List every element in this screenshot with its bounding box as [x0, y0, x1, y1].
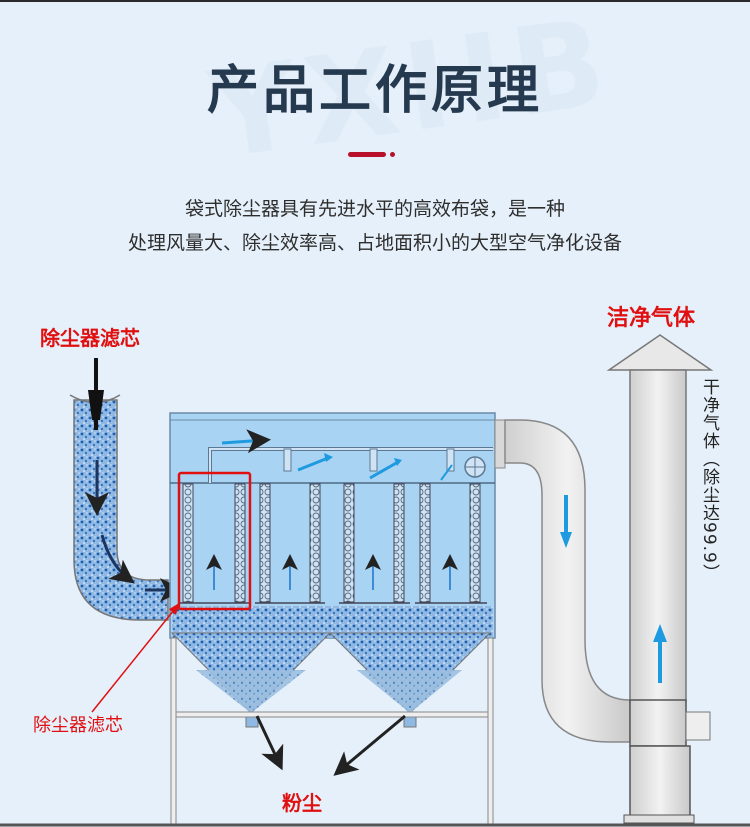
fan-motor	[685, 711, 711, 741]
exhaust-stack	[606, 334, 714, 824]
description-line-2: 处理风量大、除尘效率高、占地面积小的大型空气净化设备	[127, 232, 622, 254]
label-filter-pointer: 除尘器滤芯	[33, 715, 123, 736]
label-clean-gas: 洁净气体	[607, 306, 696, 331]
label-clean-gas-note: 干净气体（除尘达99.9）	[699, 378, 719, 582]
dust-arrow-right	[333, 714, 406, 776]
inlet-arrow-head	[88, 390, 104, 420]
collector-housing	[169, 412, 496, 639]
divider-dot	[390, 152, 395, 157]
dust-arrow-left	[255, 715, 284, 771]
outlet-duct	[494, 419, 631, 743]
support-frame	[0, 637, 750, 827]
label-inlet-filter: 除尘器滤芯	[40, 326, 140, 350]
filter-pointer-line	[91, 602, 180, 713]
page-title: 产品工作原理	[206, 61, 543, 121]
filter-bags	[178, 483, 487, 604]
label-dust: 粉尘	[282, 791, 322, 815]
filter-highlight-box	[177, 471, 252, 611]
pulse-arrows	[221, 429, 453, 481]
top-border	[0, 0, 750, 2]
flow-arrow-inlet-2	[100, 534, 135, 584]
inlet-duct	[69, 394, 169, 621]
divider-bar	[348, 152, 386, 157]
description-line-1: 袋式除尘器具有先进水平的高效布袋，是一种	[184, 198, 565, 220]
